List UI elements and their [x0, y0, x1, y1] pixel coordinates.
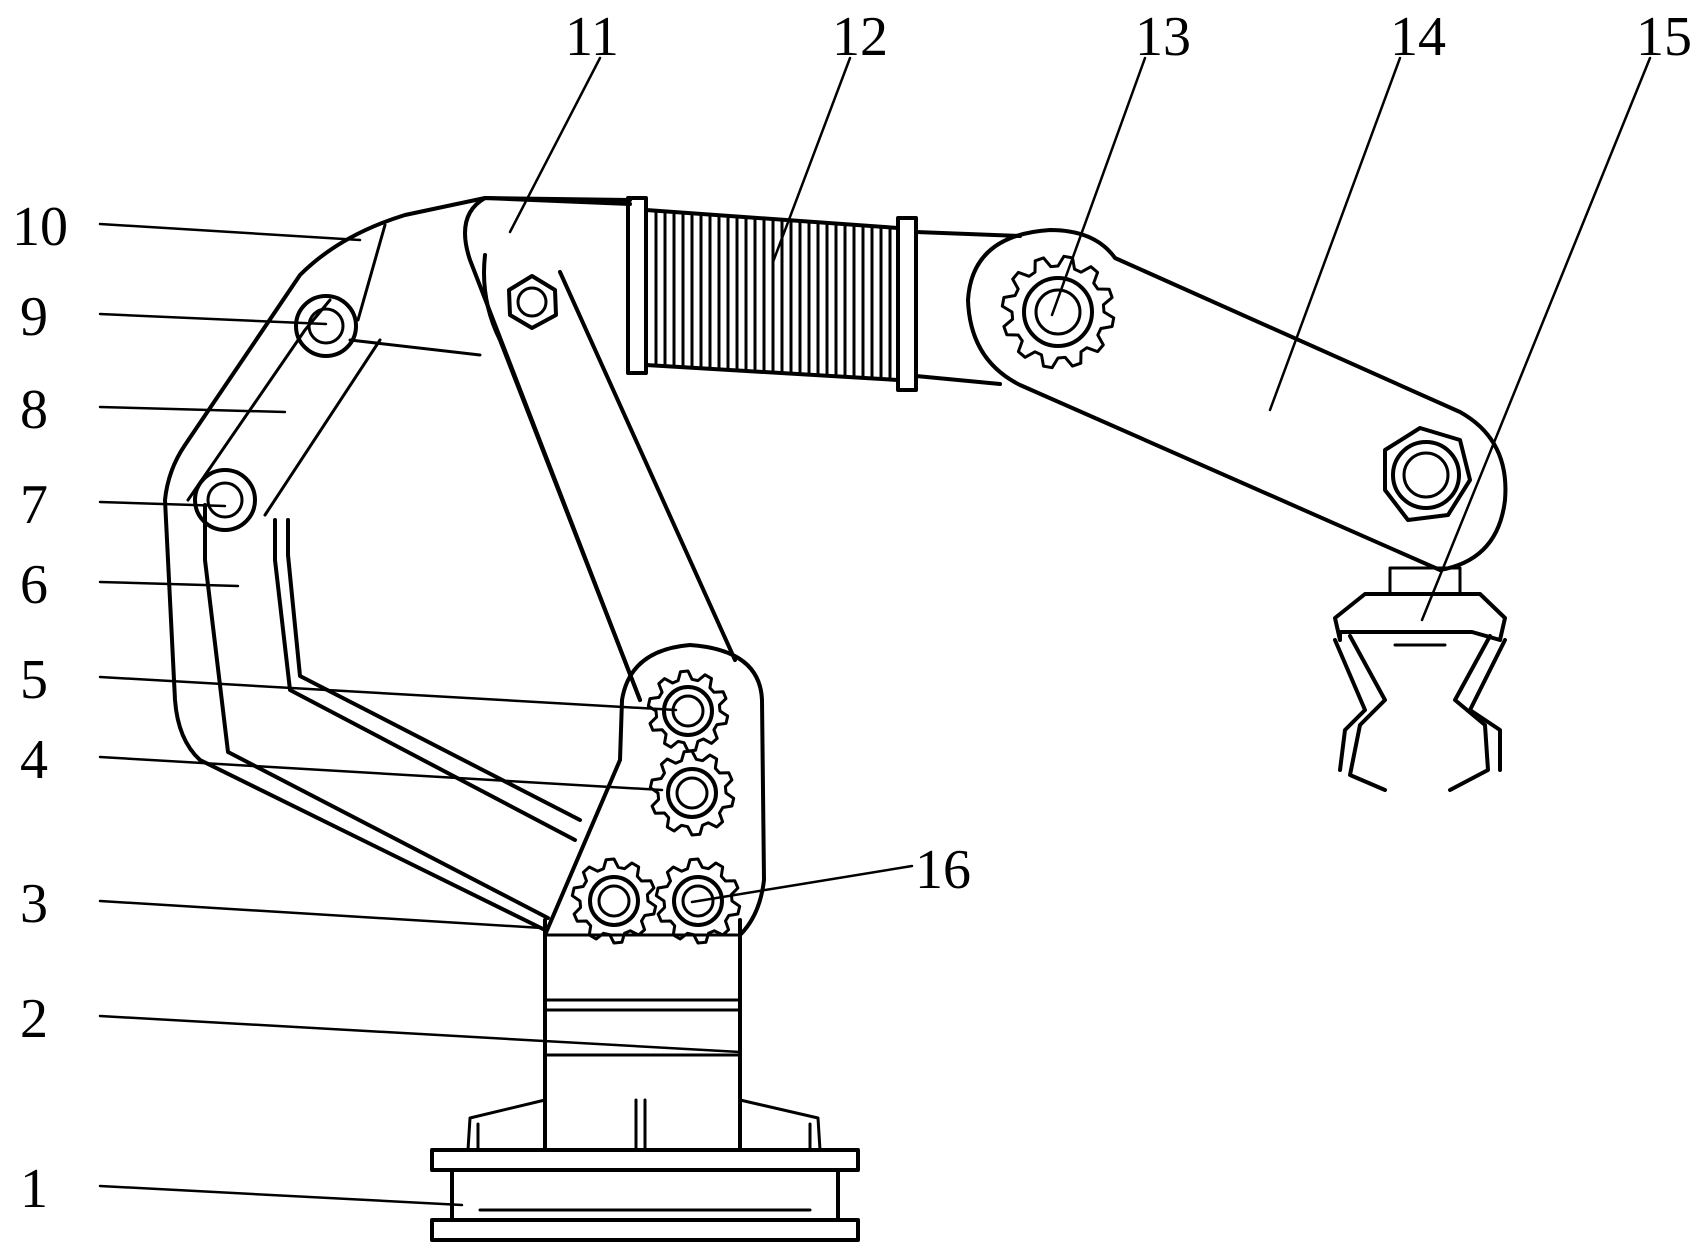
label-12: 12: [832, 6, 888, 68]
label-14: 14: [1390, 6, 1446, 68]
label-9: 9: [20, 286, 48, 348]
support-column: [545, 920, 740, 1150]
label-8: 8: [20, 379, 48, 441]
label-5: 5: [20, 649, 48, 711]
label-4: 4: [20, 729, 48, 791]
gear-4: [650, 751, 733, 835]
label-11: 11: [565, 6, 619, 68]
gear-3: [572, 859, 655, 943]
gripper: [1335, 568, 1505, 790]
label-2: 2: [20, 988, 48, 1050]
label-6: 6: [20, 554, 48, 616]
part-labels: 1 2 3 4 5 6 7 8 9 10 11 12 13 14 15 16: [12, 6, 1692, 1220]
upper-arm-link: [465, 198, 735, 700]
pin-7: [195, 470, 255, 530]
label-13: 13: [1135, 6, 1191, 68]
bellows-joint: [628, 198, 916, 390]
gear-13: [1002, 256, 1113, 367]
label-15: 15: [1636, 6, 1692, 68]
label-7: 7: [20, 474, 48, 536]
gear-5: [648, 671, 727, 751]
label-3: 3: [20, 873, 48, 935]
label-16: 16: [915, 839, 971, 901]
label-1: 1: [20, 1158, 48, 1220]
forearm: [916, 230, 1505, 570]
label-10: 10: [12, 196, 68, 258]
outer-c-arm: [165, 198, 630, 930]
